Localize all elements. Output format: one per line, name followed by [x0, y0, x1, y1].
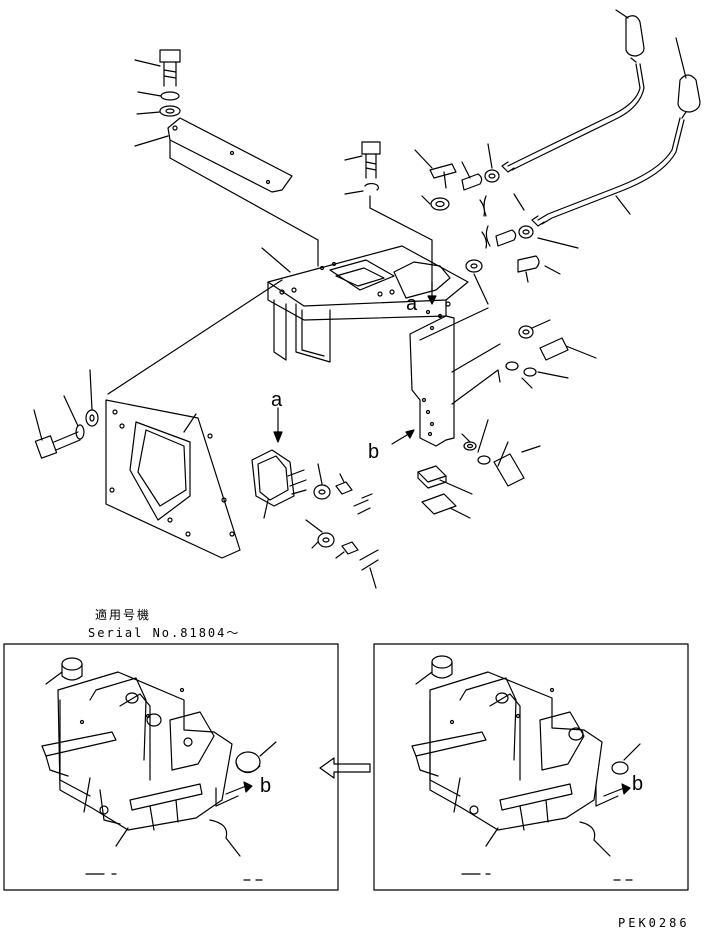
top-left-bolt — [134, 49, 181, 87]
right-detail-drawing — [411, 655, 641, 881]
detail-box-right — [373, 643, 689, 891]
callout-a-top: a — [406, 293, 418, 315]
lever-pin-group — [414, 143, 579, 305]
left-cover-plate — [105, 399, 241, 559]
detail-box-left — [3, 643, 339, 891]
direction-arrow — [319, 757, 371, 779]
drawing-code: PEK0286 — [618, 916, 690, 930]
callout-b-right-detail: b — [632, 773, 643, 795]
callout-b-left-detail: b — [260, 775, 271, 797]
lever-1 — [501, 9, 645, 173]
applicable-title: 適用号機 — [95, 608, 152, 622]
main-frame — [107, 245, 501, 447]
rubber-pads — [417, 465, 473, 519]
left-cover-bolt — [33, 369, 99, 459]
callout-a-mid: a — [271, 389, 283, 411]
top-left-washers — [136, 91, 181, 117]
callout-b-main: b — [368, 441, 379, 463]
lever-2 — [531, 37, 701, 227]
serial-number-text: Serial No.81804〜 — [88, 626, 241, 640]
switch-assembly — [251, 407, 379, 589]
left-detail-drawing — [41, 657, 277, 881]
right-bolt-set — [391, 319, 597, 487]
top-plate — [134, 117, 319, 267]
center-bolt — [344, 141, 433, 291]
